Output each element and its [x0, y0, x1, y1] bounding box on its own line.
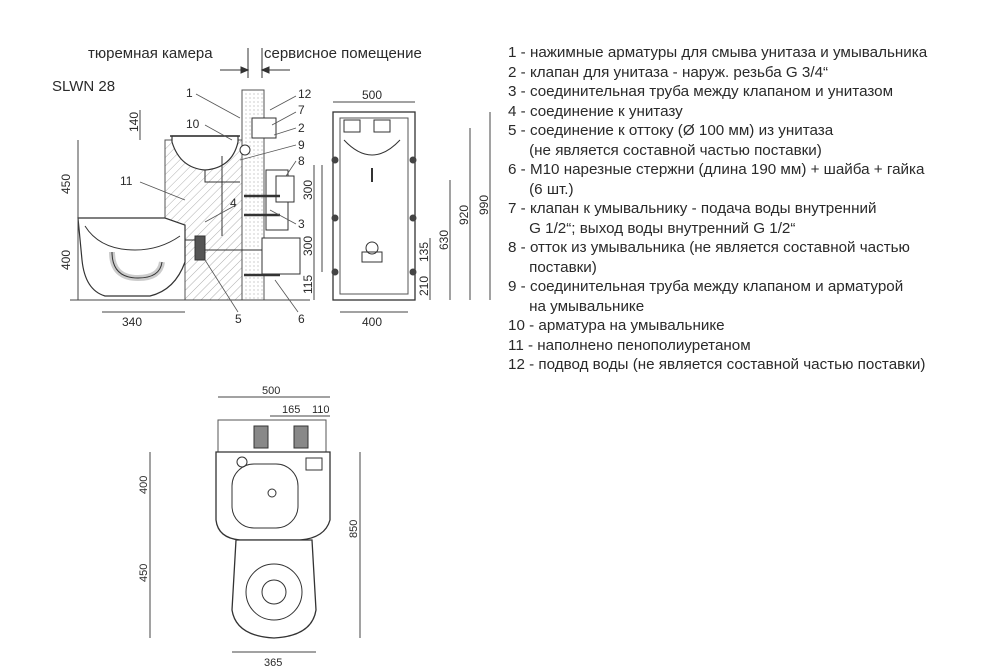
model-label: SLWN 28: [52, 78, 115, 95]
dim-top-110: 110: [312, 404, 330, 416]
dim-back-990: 990: [477, 195, 491, 215]
legend-item: 1 - нажимные арматуры для смыва унитаза …: [508, 44, 928, 61]
dim-300a: 300: [301, 180, 315, 200]
legend-item: 9 - соединительная труба между клапаном …: [508, 278, 904, 295]
legend-item: 6 - M10 нарезные стержни (длина 190 мм) …: [508, 161, 925, 178]
dim-140: 140: [127, 112, 141, 132]
callout-10: 10: [186, 117, 200, 131]
legend-item: G 1/2“; выход воды внутренний G 1/2“: [508, 219, 796, 237]
legend-item: 10 - арматура на умывальнике: [508, 317, 725, 334]
dim-back-920: 920: [457, 205, 471, 225]
callout-3: 3: [298, 217, 305, 231]
legend: 1 - нажимные арматуры для смыва унитаза …: [508, 43, 988, 375]
callout-6: 6: [298, 312, 305, 326]
dim-back-500: 500: [362, 88, 382, 102]
side-view-dimensions: 140 450 400 340 300 300 115: [59, 112, 315, 329]
dim-back-400: 400: [362, 315, 382, 329]
callout-4: 4: [230, 196, 237, 210]
dim-top-400: 400: [138, 476, 150, 494]
dim-top-365: 365: [264, 657, 282, 669]
dim-back-630: 630: [437, 230, 451, 250]
callout-12: 12: [298, 87, 312, 101]
legend-item: 8 - отток из умывальника (не является со…: [508, 239, 910, 256]
legend-item: (6 шт.): [508, 180, 574, 198]
right-room-label: сервисное помещение: [264, 45, 422, 62]
legend-item: 12 - подвод воды (не является составной …: [508, 356, 926, 373]
wall-thickness-marker: [220, 48, 290, 78]
legend-item: 11 - наполнено пенополиуретаном: [508, 336, 751, 354]
side-view: [70, 89, 315, 313]
back-view: [321, 101, 491, 313]
callout-leaders: [139, 93, 299, 313]
legend-item: 3 - соединительная труба между клапаном …: [508, 83, 894, 100]
side-view-callouts: 1 2 3 4 5 6 7 8 9 10 11 12: [120, 86, 312, 326]
top-washbasin: [215, 451, 331, 541]
back-view-dimensions: 500 400 135 210 630 920 990: [362, 88, 491, 329]
dim-115: 115: [301, 275, 315, 294]
callout-2: 2: [298, 121, 305, 135]
top-view-dimensions: 500 165 110 400 450 850 365: [138, 385, 360, 669]
legend-item: (не является составной частью поставки): [508, 141, 822, 159]
callout-1: 1: [186, 86, 193, 100]
legend-item: на умывальнике: [508, 297, 645, 315]
toilet-bowl: [77, 217, 186, 297]
callout-7: 7: [298, 103, 305, 117]
top-toilet: [231, 539, 317, 639]
dim-top-450: 450: [138, 564, 150, 582]
dim-back-135: 135: [417, 242, 431, 262]
back-panel: [332, 111, 416, 301]
left-room-label: тюремная камера: [88, 45, 213, 62]
callout-9: 9: [298, 138, 305, 152]
legend-item: 7 - клапан к умывальнику - подача воды в…: [508, 200, 877, 217]
callout-11: 11: [120, 174, 133, 188]
dim-top-165: 165: [282, 404, 300, 416]
dim-450: 450: [59, 174, 73, 194]
dim-300b: 300: [301, 236, 315, 256]
dim-340: 340: [122, 315, 142, 329]
legend-item: 5 - соединение к оттоку (Ø 100 мм) из ун…: [508, 122, 834, 139]
dim-back-210: 210: [417, 276, 431, 296]
callout-8: 8: [298, 154, 305, 168]
callout-5: 5: [235, 312, 242, 326]
dim-top-500: 500: [262, 385, 280, 397]
legend-item: 4 - соединение к унитазу: [508, 102, 683, 120]
top-view: [149, 396, 361, 653]
legend-item: 2 - клапан для унитаза - наруж. резьба G…: [508, 63, 829, 81]
legend-item: поставки): [508, 258, 597, 276]
dim-400: 400: [59, 250, 73, 270]
dim-top-850: 850: [348, 520, 360, 538]
